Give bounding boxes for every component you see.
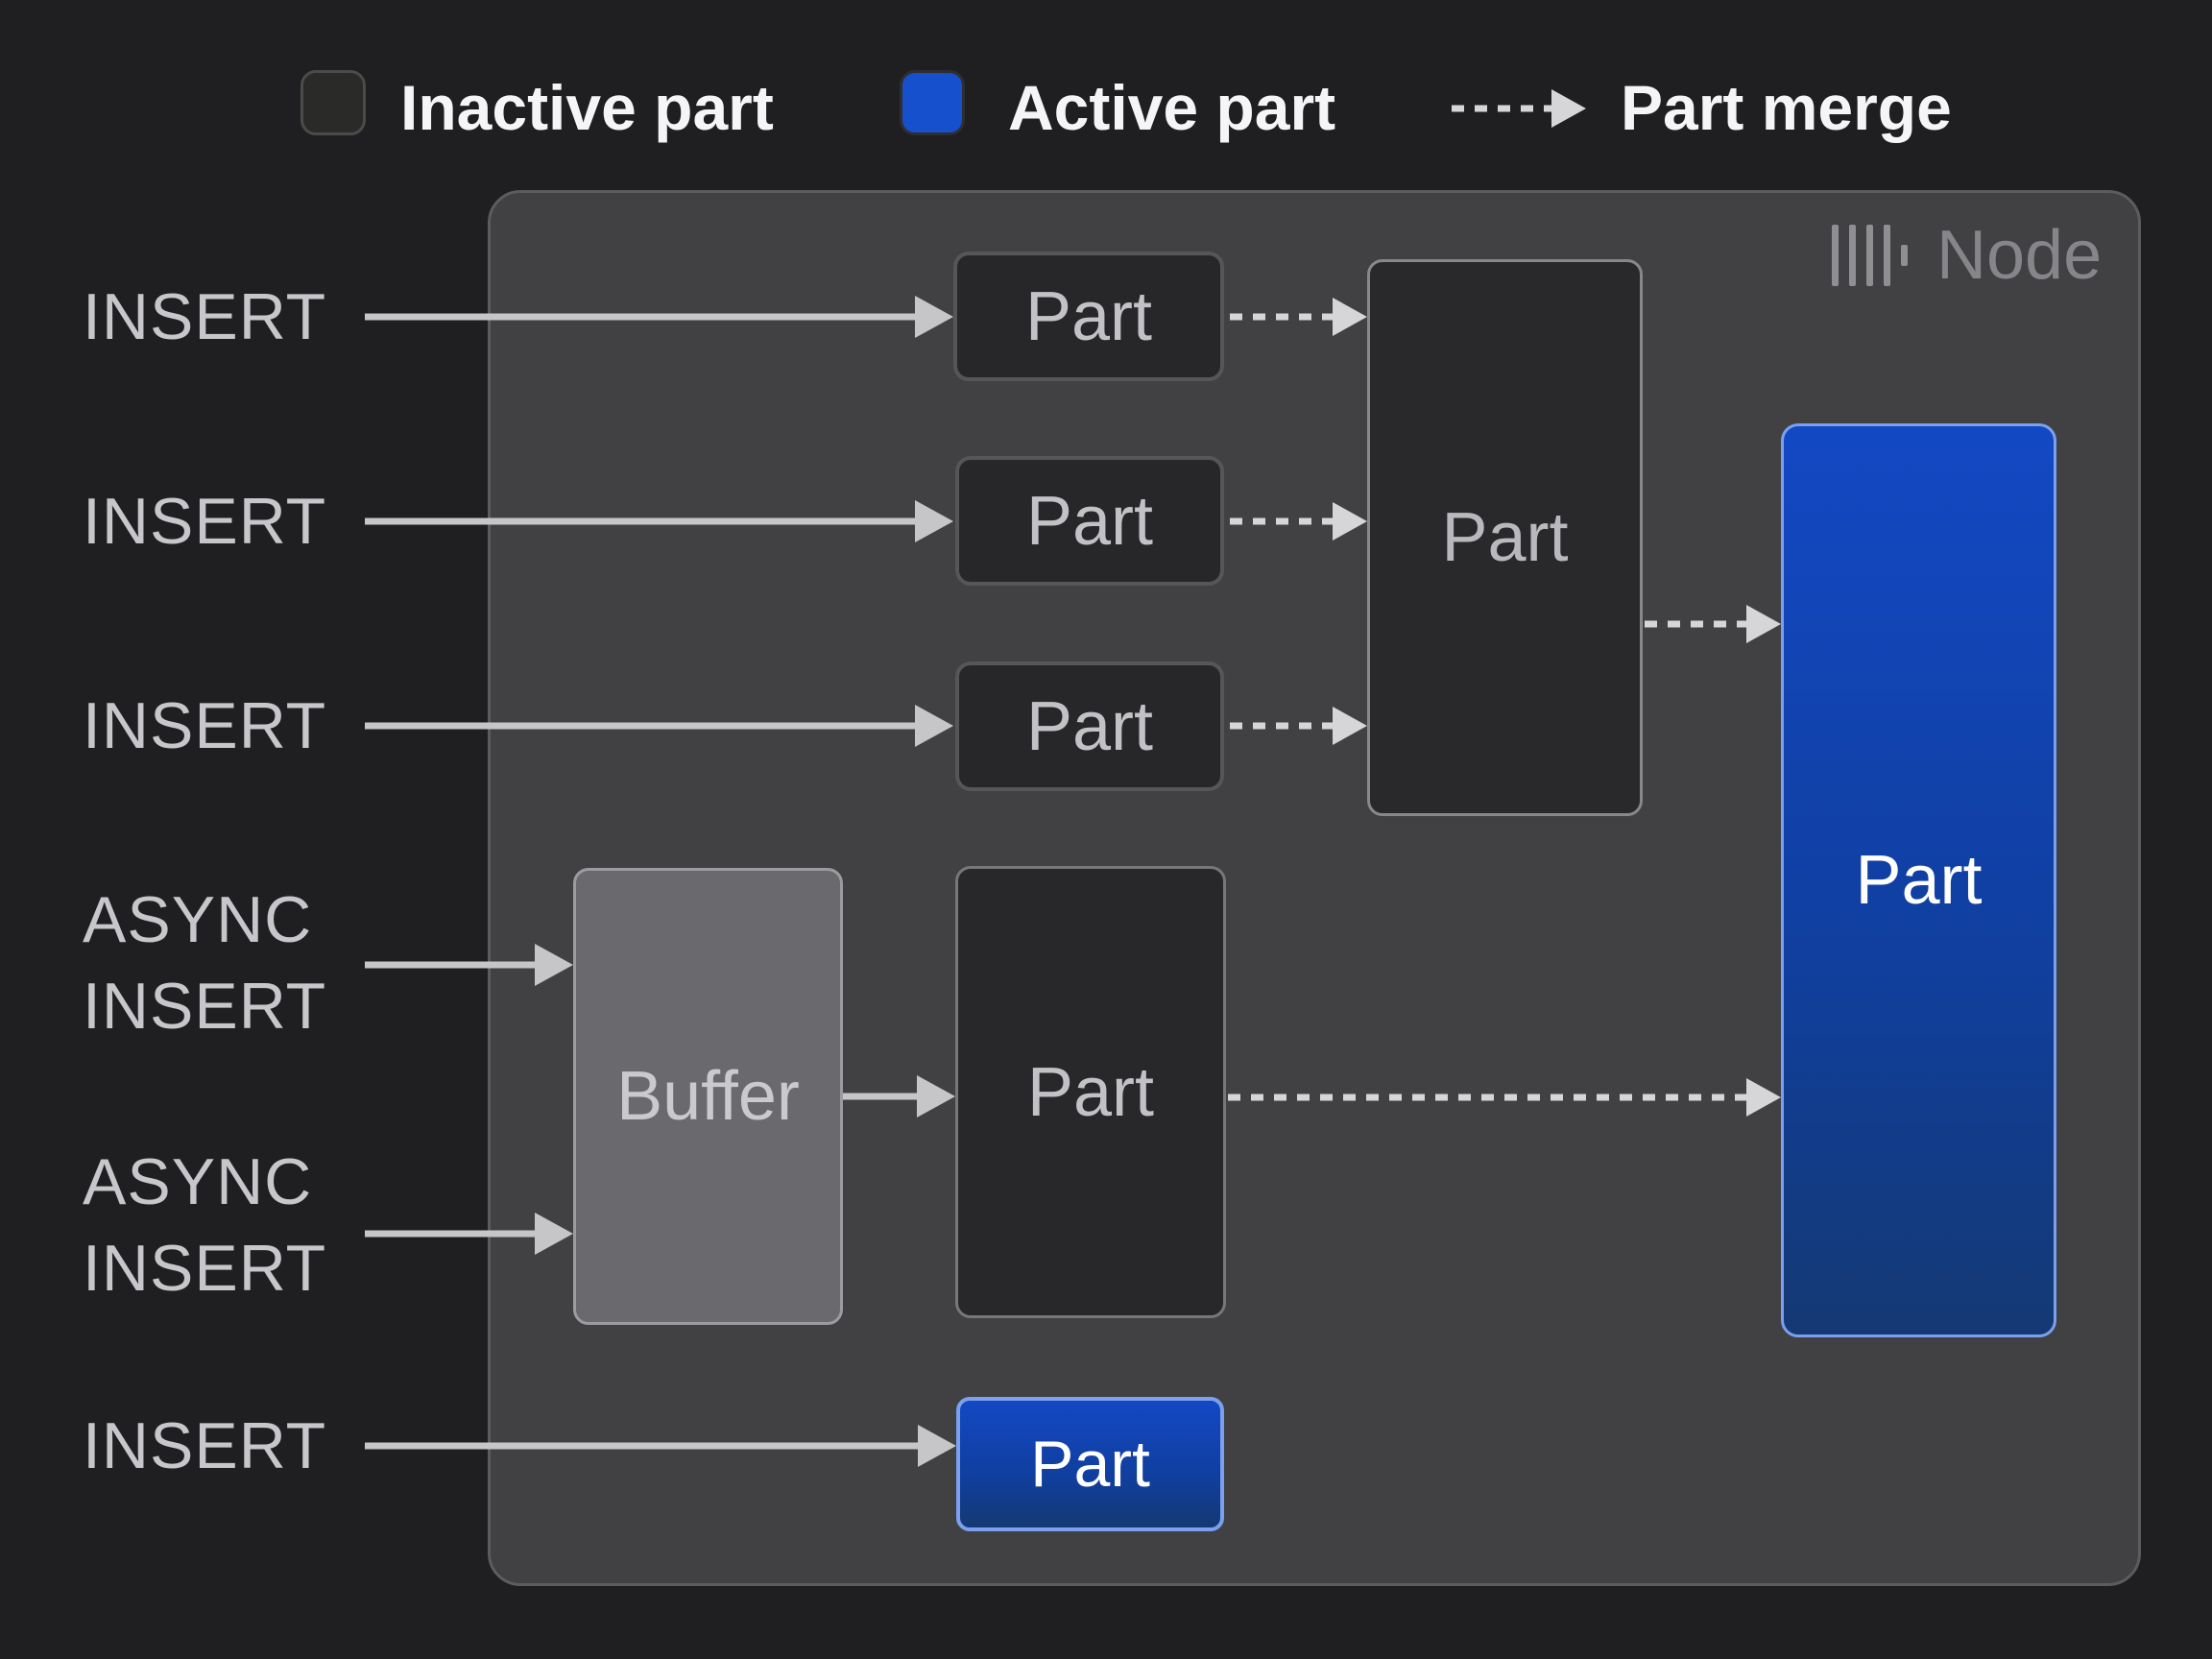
arrowhead-icon: [915, 705, 953, 747]
clickhouse-logo-icon: [1832, 225, 1908, 286]
arrow-insert-4: [365, 1425, 956, 1467]
buffer-label: Buffer: [616, 1058, 800, 1135]
insert-label-4: INSERT: [83, 1409, 327, 1482]
merge-arrowhead-icon: [1333, 298, 1367, 336]
insert-label-2: INSERT: [83, 485, 327, 558]
arrow-async-insert-1: [365, 944, 573, 986]
legend-inactive-label: Inactive part: [400, 72, 774, 143]
part-box-1-label: Part: [1024, 277, 1153, 355]
merged-part-label: Part: [1441, 499, 1569, 576]
insert-label-3: INSERT: [83, 689, 327, 762]
arrowhead-icon: [915, 500, 953, 542]
arrow-insert-1: [365, 296, 953, 338]
part-box-2: Part: [955, 456, 1224, 586]
arrow-insert-2: [365, 500, 953, 542]
arrowhead-icon: [915, 296, 953, 338]
arrowhead-icon: [535, 1213, 573, 1255]
part-box-3-label: Part: [1025, 687, 1154, 765]
arrow-async-insert-2: [365, 1213, 573, 1255]
legend-inactive-swatch: [301, 70, 366, 135]
buffer-box: Buffer: [573, 868, 843, 1325]
arrowhead-icon: [917, 1075, 955, 1118]
active-part-large-label: Part: [1855, 842, 1983, 919]
legend-active-label: Active part: [1008, 72, 1336, 143]
merge-arrowhead-icon: [1746, 1078, 1781, 1117]
arrowhead-icon: [535, 944, 573, 986]
merge-arrow-part3: [1230, 705, 1367, 747]
legend-merge-arrow-shaft: [1452, 105, 1555, 112]
legend-merge-label: Part merge: [1621, 72, 1952, 143]
merge-arrow-part1: [1230, 296, 1367, 338]
async-insert-label-2: ASYNC INSERT: [83, 1145, 327, 1305]
merge-arrowhead-icon: [1333, 502, 1367, 541]
active-part-large-box: Part: [1781, 423, 2056, 1337]
active-part-small-label: Part: [1030, 1428, 1150, 1501]
async-part-label: Part: [1026, 1053, 1155, 1131]
merged-part-box: Part: [1367, 259, 1643, 816]
merge-arrow-async-to-active: [1228, 1076, 1781, 1118]
part-box-3: Part: [955, 661, 1224, 791]
insert-label-1: INSERT: [83, 280, 327, 353]
legend-merge-arrow-icon: [1452, 87, 1586, 130]
async-insert-label-1: ASYNC INSERT: [83, 883, 327, 1043]
arrow-buffer-to-part: [843, 1075, 955, 1118]
legend-active-swatch: [900, 70, 965, 135]
arrow-insert-3: [365, 705, 953, 747]
node-label: Node: [1936, 217, 2103, 294]
merge-arrow-part2: [1230, 500, 1367, 542]
async-part-box: Part: [955, 866, 1226, 1318]
arrowhead-icon: [918, 1425, 956, 1467]
merge-arrowhead-icon: [1746, 605, 1781, 643]
node-badge: Node: [1832, 221, 2102, 290]
legend-merge-arrowhead-icon: [1551, 89, 1586, 128]
merge-arrow-merged-to-active: [1645, 603, 1781, 645]
active-part-small-box: Part: [956, 1397, 1224, 1531]
part-box-1: Part: [953, 252, 1224, 381]
merge-arrowhead-icon: [1333, 707, 1367, 745]
part-box-2-label: Part: [1025, 482, 1154, 560]
